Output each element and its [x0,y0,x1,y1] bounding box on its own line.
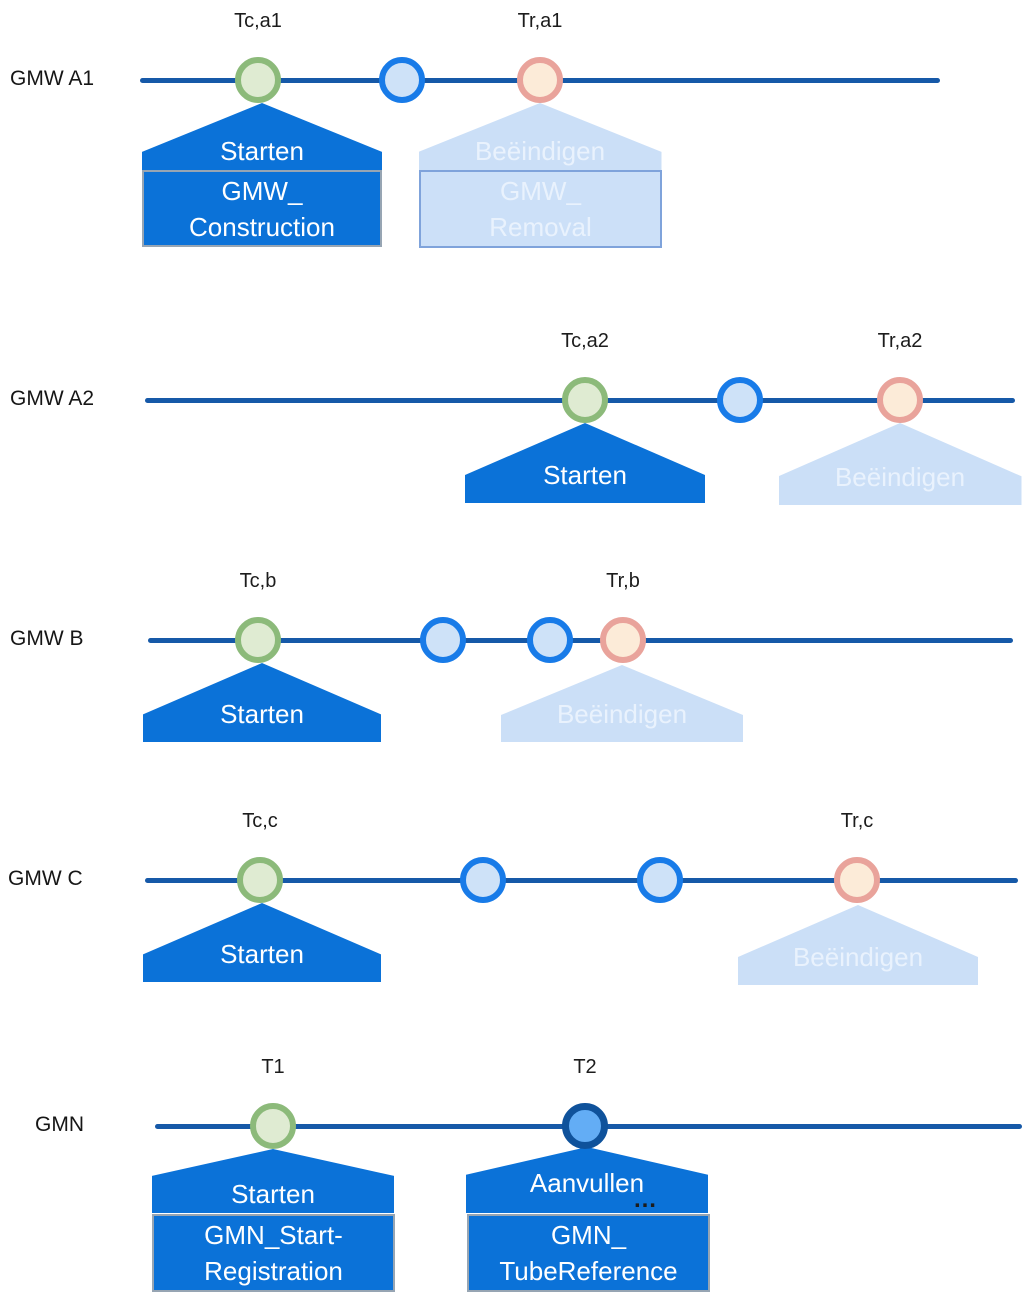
document-label-line: Construction [189,211,335,242]
action-label: Starten [220,939,304,969]
event-marker-blue [527,617,573,663]
action-callout: Aanvullen [466,1147,708,1213]
event-time-label: Tr,a1 [517,10,563,32]
action-callout: Starten [152,1149,394,1213]
event-marker-green [237,857,283,903]
event-marker-green [235,617,281,663]
action-label: Beëindigen [556,699,688,729]
document-label-line: Registration [204,1256,343,1286]
event-marker-pink [834,857,880,903]
event-time-label: Tr,c [840,810,874,832]
document-box: GMN_Start- Registration [152,1214,395,1292]
event-marker-blue [420,617,466,663]
document-box: GMN_ TubeReference [467,1214,710,1292]
action-callout: Beëindigen [501,665,743,742]
document-label-line: TubeReference [499,1256,678,1286]
event-marker-green [250,1103,296,1149]
action-label: Starten [543,460,627,490]
action-label: Starten [220,136,304,166]
timeline-line [148,638,1013,643]
action-callout: Starten [465,423,705,503]
event-time-label: Tc,a1 [234,10,282,32]
document-box: GMW_ Removal [419,170,662,248]
action-callout: Beëindigen [778,423,1022,505]
action-callout: Beëindigen [738,905,978,985]
event-marker-green [235,57,281,103]
action-label: Starten [220,699,304,729]
action-callout: Starten [143,903,381,982]
ellipsis-more: … [633,1186,659,1213]
event-marker-pink [600,617,646,663]
action-label: Beëindigen [474,136,606,166]
timeline-label: GMW A1 [10,67,95,90]
event-marker-blue [717,377,763,423]
action-callout: Starten [142,103,382,170]
timeline-label: GMW B [10,627,84,650]
event-time-label: Tc,b [239,570,277,592]
timeline-label: GMW C [8,867,83,890]
event-time-label: Tc,a2 [561,330,609,352]
event-marker-blue [460,857,506,903]
action-label: Starten [231,1179,315,1209]
action-label: Beëindigen [834,462,966,492]
action-callout: Starten [143,663,381,742]
event-time-label: T1 [261,1056,285,1078]
event-time-label: Tc,c [242,810,278,832]
document-label-line: GMW_ [500,176,581,206]
action-callout: Beëindigen [418,103,662,170]
document-label-line: Removal [489,212,592,242]
action-label: Beëindigen [792,942,924,972]
document-label-line: GMW_ [221,175,303,206]
timeline-label: GMW A2 [10,387,95,410]
event-marker-green [562,377,608,423]
event-time-label: Tr,a2 [877,330,923,352]
document-label-line: GMN_ [550,1220,627,1250]
event-marker-pink [517,57,563,103]
action-label: Aanvullen [529,1167,645,1198]
event-time-label: Tr,b [606,570,640,592]
event-marker-navy [562,1103,608,1149]
document-box: GMW_ Construction [142,170,382,247]
event-marker-blue [379,57,425,103]
event-marker-pink [877,377,923,423]
document-label-line: GMN_Start- [204,1220,343,1250]
event-time-label: T2 [573,1056,597,1078]
event-marker-blue [637,857,683,903]
timeline-label: GMN [35,1113,84,1136]
timeline-line [145,878,1018,883]
